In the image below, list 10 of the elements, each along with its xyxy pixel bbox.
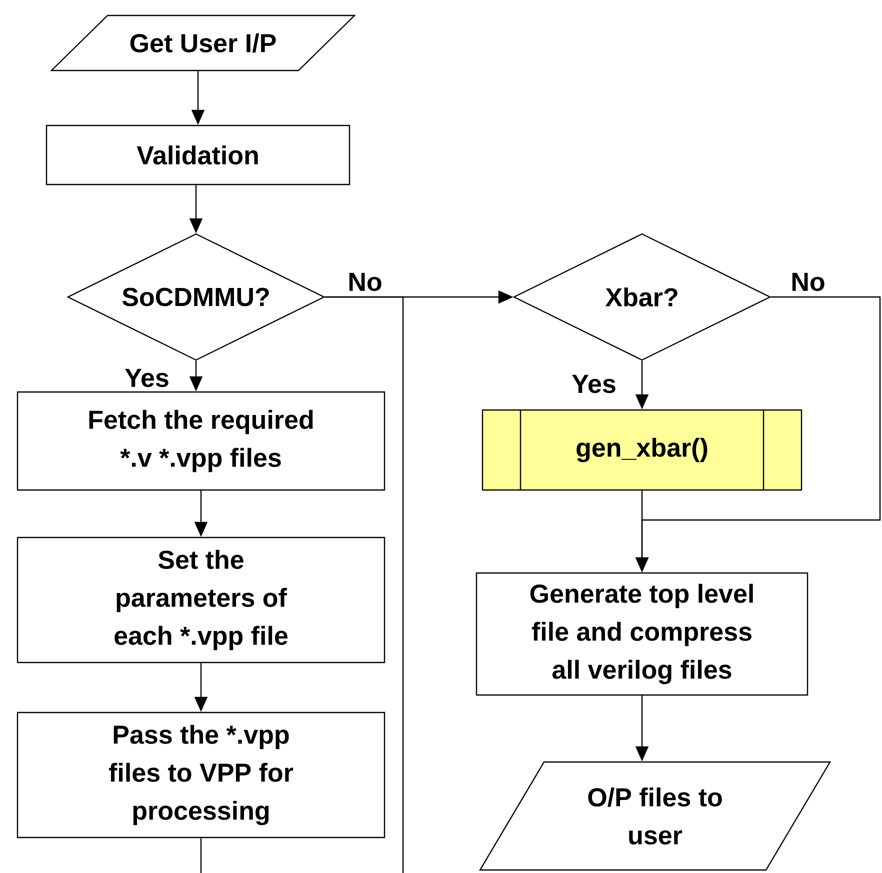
edge-label: Yes [124,368,170,388]
process-box: Validation [46,124,350,186]
edge-label: No [790,272,826,292]
edge-label: Yes [570,374,618,394]
process-box: Pass the *.vpp files to VPP for processing [16,712,386,838]
process-box: Fetch the required *.v *.vpp files [16,391,386,491]
subroutine-box: gen_xbar() [482,409,802,491]
process-box: Generate top level file and compress all verilog files [476,572,808,696]
process-box: Set the parameters of each *.vpp file [16,536,386,664]
edge-label: No [346,272,384,292]
